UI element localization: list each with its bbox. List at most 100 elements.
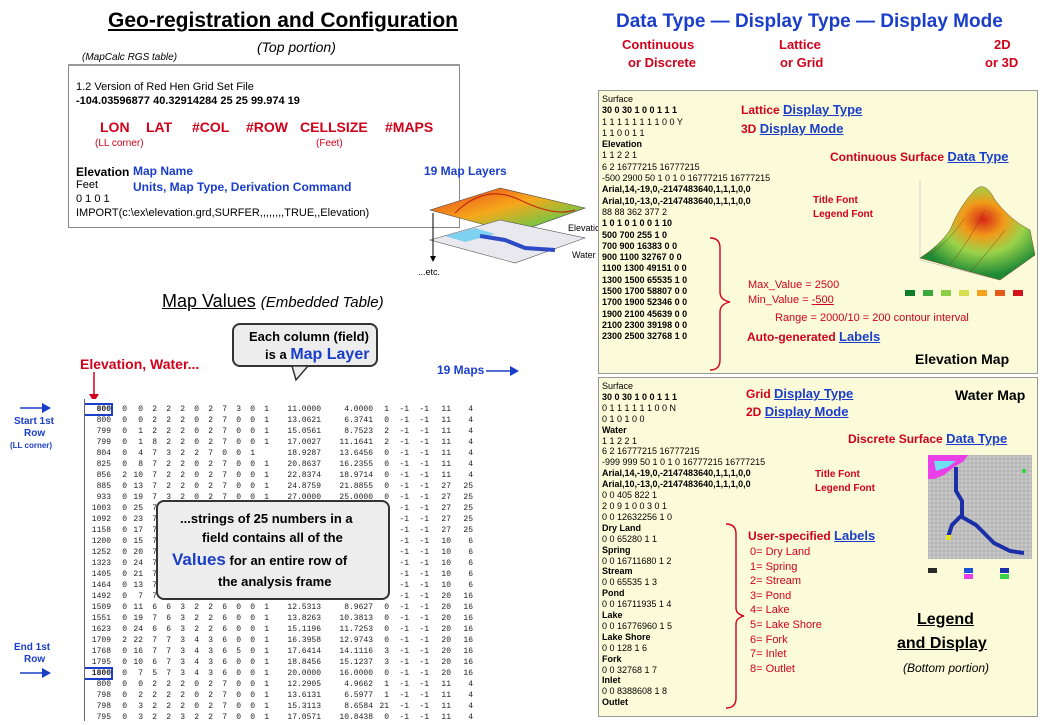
table-cell: 1492: [91, 592, 111, 601]
table-cell: 0: [122, 614, 127, 623]
table-cell: 1: [138, 427, 143, 436]
table-cell: 16.2355: [339, 460, 373, 469]
table-cell: 20: [441, 614, 451, 623]
table-cell: 10: [441, 570, 451, 579]
map-layers-count: 19 Map Layers: [424, 164, 507, 178]
table-cell: 0: [236, 636, 241, 645]
display-type-link-2[interactable]: Display Type: [774, 386, 854, 401]
feet-note: (Feet): [316, 138, 343, 149]
table-cell: 11: [441, 427, 451, 436]
table-cell: 7: [222, 471, 227, 480]
table-cell: 0: [236, 691, 241, 700]
table-cell: -1: [399, 592, 409, 601]
table-cell: 0: [194, 680, 199, 689]
config-line: Surface: [602, 381, 634, 391]
table-cell: 1: [264, 614, 269, 623]
table-cell: 3: [208, 669, 213, 678]
config-line: 0 1 1 1 1 1 1 0 0 N: [602, 402, 677, 413]
elevation-3d-surface: [919, 180, 1036, 281]
config-line: 0 0 16776960 1 5: [602, 620, 673, 631]
table-cell: 10: [133, 658, 143, 667]
table-cell: 6: [222, 636, 227, 645]
config-line: Elevation: [602, 139, 643, 150]
table-cell: 0: [384, 603, 389, 612]
table-cell: 25.0000: [339, 493, 373, 502]
table-cell: 7: [222, 482, 227, 491]
table-cell: -1: [419, 416, 429, 425]
table-cell: 7: [222, 460, 227, 469]
layer-units: Feet: [76, 179, 99, 191]
table-cell: -1: [399, 625, 409, 634]
table-cell: 7: [222, 405, 227, 414]
table-cell: 2: [208, 625, 213, 634]
config-line: 1 1 1 1 1 1 1 1 0 0 Y: [602, 116, 683, 127]
table-cell: 800: [96, 416, 111, 425]
table-cell: 0: [236, 658, 241, 667]
user-labels: User-specified Labels: [748, 529, 875, 542]
config-line: Fork: [602, 653, 622, 664]
table-cell: 0: [122, 592, 127, 601]
table-cell: 27.0000: [287, 493, 321, 502]
labels-link-1[interactable]: Labels: [839, 329, 881, 344]
display-mode-link-1[interactable]: Display Mode: [759, 121, 844, 136]
table-cell: 16.0000: [339, 669, 373, 678]
layer-bits: 0 1 0 1: [76, 193, 110, 205]
table-cell: 10: [441, 559, 451, 568]
table-cell: 11: [441, 405, 451, 414]
note-line-3-text: for an entire row of: [229, 553, 348, 568]
legend-font-label-2: Legend Font: [815, 483, 875, 494]
data-type-link-1[interactable]: Data Type: [947, 149, 1009, 164]
table-cell: -1: [419, 438, 429, 447]
table-cell: 17.0027: [287, 438, 321, 447]
table-cell: 4: [194, 658, 199, 667]
table-cell: 25: [463, 482, 473, 491]
table-cell: 0: [236, 460, 241, 469]
table-cell: 0: [250, 691, 255, 700]
config-line: 2300 2500 32768 1 0: [602, 331, 688, 342]
config-line: Arial,10,-13,0,-2147483640,1,1,1,0,0: [602, 479, 751, 490]
table-cell: 14.1116: [339, 647, 373, 656]
data-type-link-2[interactable]: Data Type: [946, 431, 1008, 446]
table-cell: 20: [133, 548, 143, 557]
units-note: Units, Map Type, Derivation Command: [133, 180, 352, 194]
table-cell: 0: [250, 416, 255, 425]
table-cell: 2: [166, 427, 171, 436]
config-line: 2100 2300 39198 0 0: [602, 319, 688, 330]
table-cell: 2: [152, 416, 157, 425]
table-cell: 25: [463, 493, 473, 502]
grid-label: Grid Display Type: [746, 387, 853, 400]
table-cell: 2: [194, 713, 199, 721]
table-cell: 2: [194, 449, 199, 458]
labels-link-2[interactable]: Labels: [834, 528, 876, 543]
table-cell: 2: [208, 405, 213, 414]
table-cell: 20: [441, 636, 451, 645]
table-cell: -1: [399, 669, 409, 678]
water-layer-label: Water: [572, 250, 596, 260]
display-mode-link-2[interactable]: Display Mode: [764, 404, 849, 419]
table-cell: 0: [250, 482, 255, 491]
table-cell: 11: [441, 713, 451, 721]
legend-item: 6= Fork: [750, 633, 788, 646]
display-type-link-1[interactable]: Display Type: [783, 102, 863, 117]
table-cell: 0: [222, 449, 227, 458]
table-cell: 2: [166, 471, 171, 480]
table-cell: 3: [180, 625, 185, 634]
table-cell: 4: [468, 416, 473, 425]
table-cell: -1: [399, 471, 409, 480]
table-cell: 7: [208, 449, 213, 458]
user-specified-word: User-specified: [748, 529, 831, 543]
table-cell: 19: [133, 493, 143, 502]
table-cell: 4: [468, 691, 473, 700]
table-cell: 4: [468, 427, 473, 436]
table-cell: 0: [384, 482, 389, 491]
table-cell: 0: [122, 581, 127, 590]
table-cell: 0: [236, 482, 241, 491]
table-cell: 20.8637: [287, 460, 321, 469]
table-cell: 4: [468, 449, 473, 458]
elev-pointer: [89, 372, 99, 402]
min-value: Min_Value = -500: [748, 295, 834, 306]
